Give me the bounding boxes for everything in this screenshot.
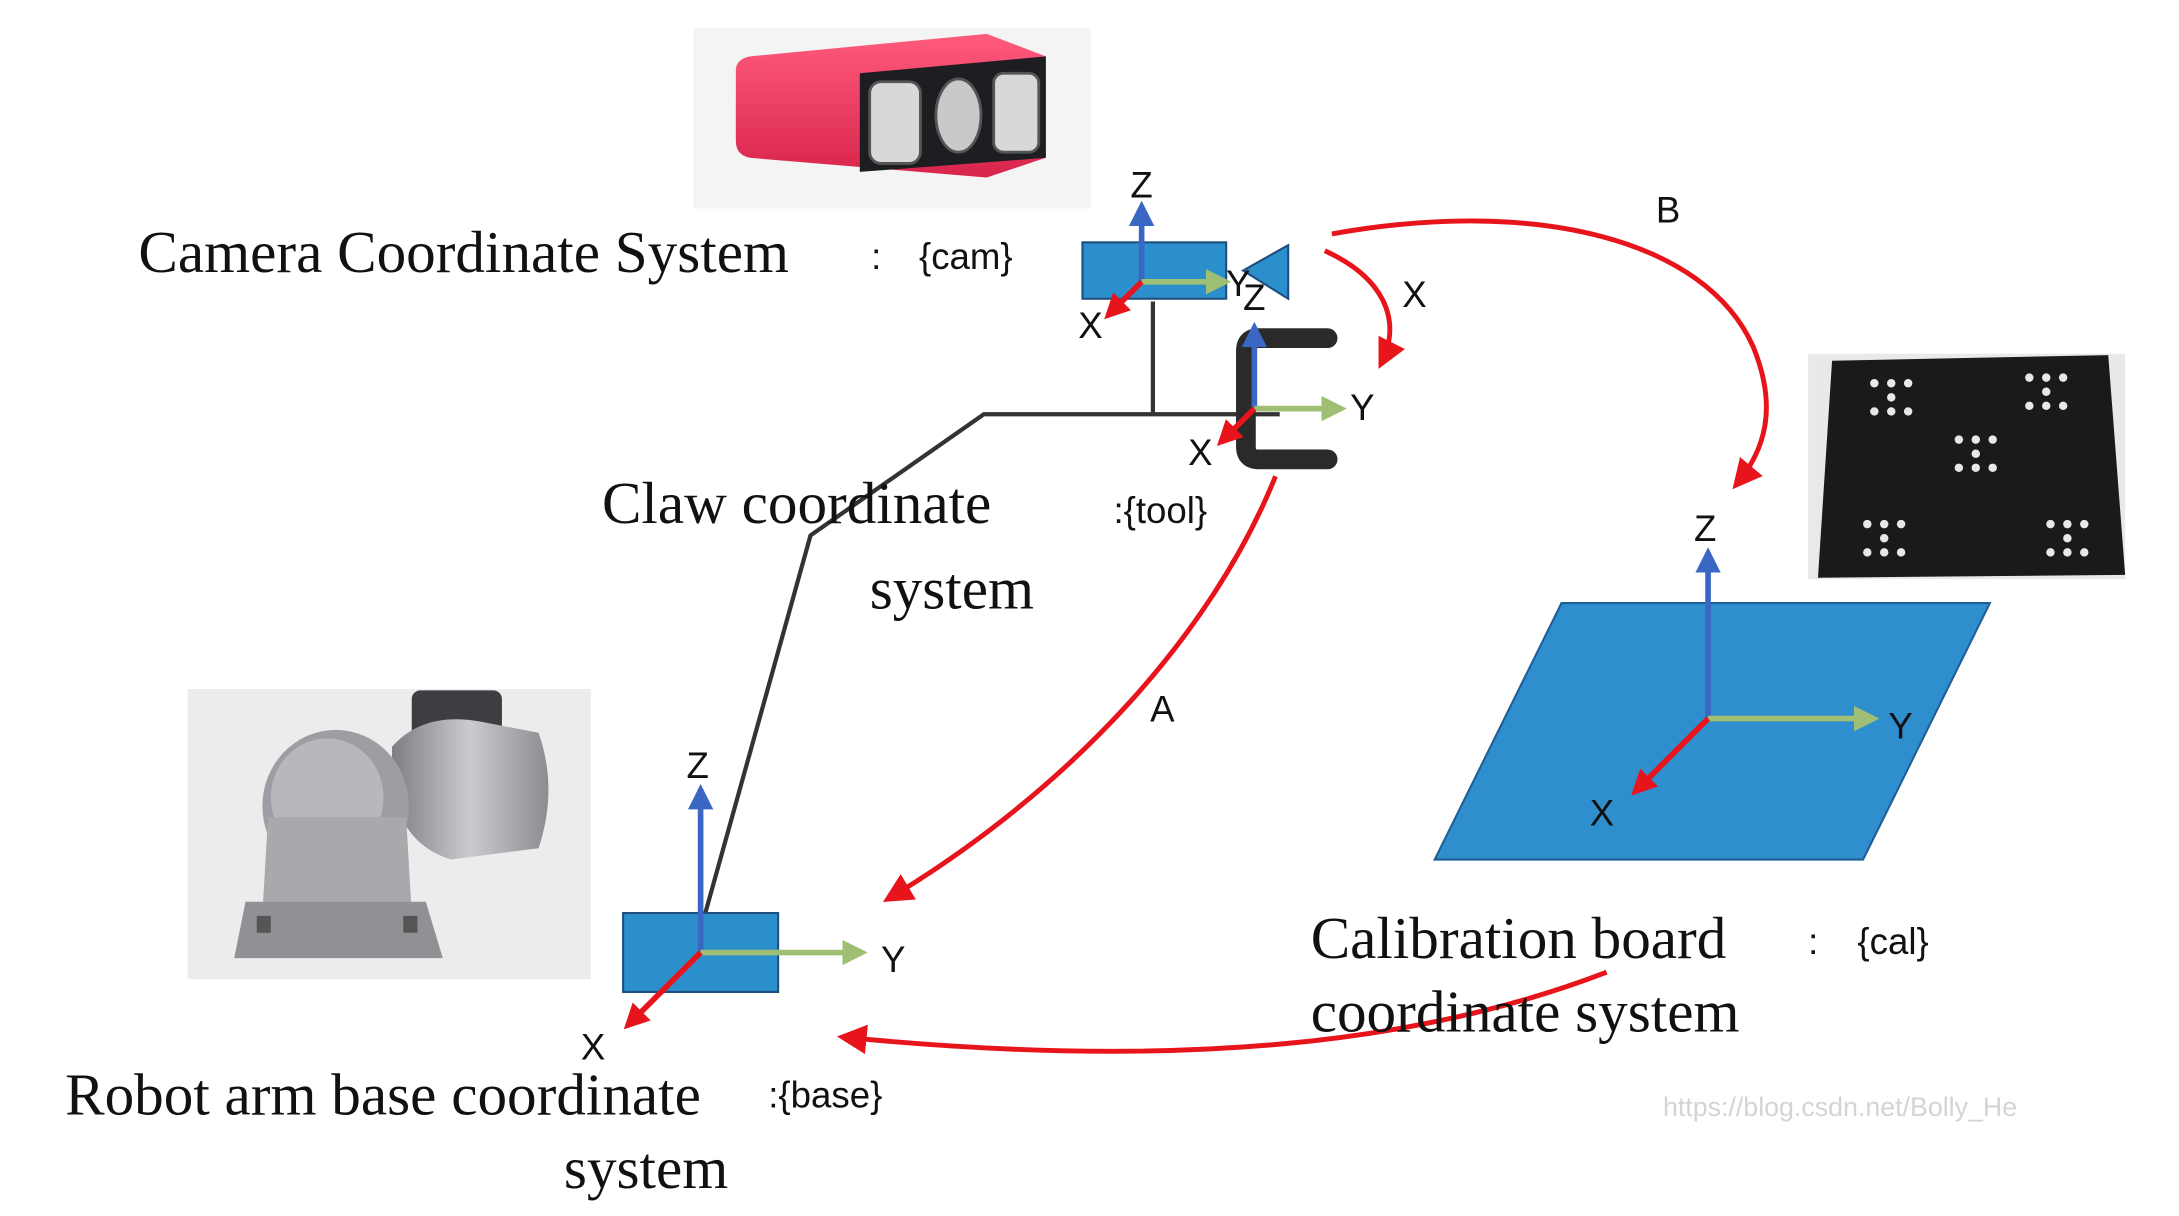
claw-y-label: Y <box>1350 387 1374 428</box>
claw-frame-symbol: :{tool} <box>1113 490 1207 531</box>
claw-frame-title-line1: Claw coordinate <box>602 470 991 536</box>
claw-frame: Z Y X <box>1188 277 1374 473</box>
claw-x-label: X <box>1188 432 1212 473</box>
board-dot <box>1988 463 1997 473</box>
transform-arrow-x <box>1323 248 1405 369</box>
board-dot <box>2042 387 2051 396</box>
camera-frame-title: Camera Coordinate System <box>138 219 789 285</box>
board-dot <box>1896 548 1906 557</box>
calibration-frame-sep: : <box>1808 921 1818 962</box>
board-dot <box>2063 548 2072 557</box>
base-frame: Z Y X <box>581 745 906 1068</box>
calibration-x-axis <box>1631 716 1711 796</box>
board-dot <box>1870 379 1879 388</box>
board-dot <box>1903 379 1913 388</box>
camera-frame-symbol: {cam} <box>919 236 1013 277</box>
calibration-frame-title-line1: Calibration board <box>1311 905 1727 971</box>
camera-y-label: Y <box>1226 263 1250 304</box>
base-frame-title-line2: system <box>564 1135 728 1201</box>
base-y-label: Y <box>881 939 905 980</box>
camera-x-label: X <box>1078 305 1102 346</box>
base-frame-title-line1: Robot arm base coordinate <box>65 1062 701 1128</box>
transform-label-b: B <box>1656 190 1680 231</box>
board-dot <box>2080 519 2089 529</box>
base-x-axis <box>623 950 703 1030</box>
board-dot <box>2063 534 2072 543</box>
watermark-text: https://blog.csdn.net/Bolly_He <box>1663 1092 2017 1122</box>
board-dot <box>2046 548 2055 557</box>
board-dot <box>2042 401 2051 411</box>
board-dot <box>1903 407 1913 416</box>
calibration-frame-symbol: {cal} <box>1857 921 1928 962</box>
claw-gripper-icon <box>1236 328 1338 470</box>
board-dot <box>1971 463 1981 473</box>
base-frame-symbol: :{base} <box>768 1075 882 1116</box>
board-dot <box>1887 393 1896 402</box>
kinematic-link-line <box>698 412 1280 931</box>
calibration-board-icon <box>1808 353 2126 580</box>
calibration-z-label: Z <box>1694 508 1716 549</box>
stereo-camera-icon <box>693 28 1091 209</box>
base-x-label: X <box>581 1027 605 1068</box>
camera-z-label: Z <box>1130 164 1152 205</box>
robot-arm-icon <box>187 689 591 980</box>
board-dot <box>1879 519 1889 529</box>
transform-label-a: A <box>1150 688 1175 729</box>
board-dot <box>1971 435 1981 444</box>
board-dot <box>1887 379 1896 388</box>
board-dot <box>1988 435 1997 444</box>
board-dot <box>1879 534 1889 543</box>
claw-frame-title-line2: system <box>870 556 1034 622</box>
camera-frame: Z Y X <box>1078 164 1290 346</box>
board-dot <box>1896 519 1906 529</box>
board-dot <box>2058 373 2068 382</box>
board-dot <box>1954 463 1964 473</box>
board-dot <box>1879 548 1889 557</box>
calibration-frame-title-line2: coordinate system <box>1311 978 1740 1044</box>
camera-frame-box <box>1081 241 1228 300</box>
board-dot <box>1971 449 1981 458</box>
transform-arrow-cal-to-base <box>837 969 1608 1055</box>
calibration-frame: Z Y X <box>1433 508 1992 861</box>
claw-x-axis <box>1216 406 1257 447</box>
board-dot <box>2058 401 2068 411</box>
transform-arrow-a <box>882 475 1278 903</box>
claw-z-label: Z <box>1243 277 1265 318</box>
board-dot <box>1863 548 1872 557</box>
board-dot <box>2025 373 2034 382</box>
camera-frame-sep: : <box>871 236 881 277</box>
board-dot <box>2080 548 2089 557</box>
calibration-x-label: X <box>1590 793 1614 834</box>
calibration-board-plane <box>1433 602 1992 861</box>
calibration-y-label: Y <box>1888 705 1912 746</box>
board-dot <box>1887 407 1896 416</box>
board-dot <box>2042 373 2051 382</box>
board-dot <box>2025 401 2034 411</box>
base-z-label: Z <box>687 745 709 786</box>
board-dot <box>1870 407 1879 416</box>
camera-lens-icon <box>1241 243 1290 301</box>
transform-label-x: X <box>1402 274 1426 315</box>
board-dot <box>2046 519 2055 529</box>
transform-arrow-b <box>1331 218 1769 490</box>
board-dot <box>1863 519 1872 529</box>
board-dot <box>2063 519 2072 529</box>
camera-x-axis <box>1104 279 1144 320</box>
board-dot <box>1954 435 1964 444</box>
